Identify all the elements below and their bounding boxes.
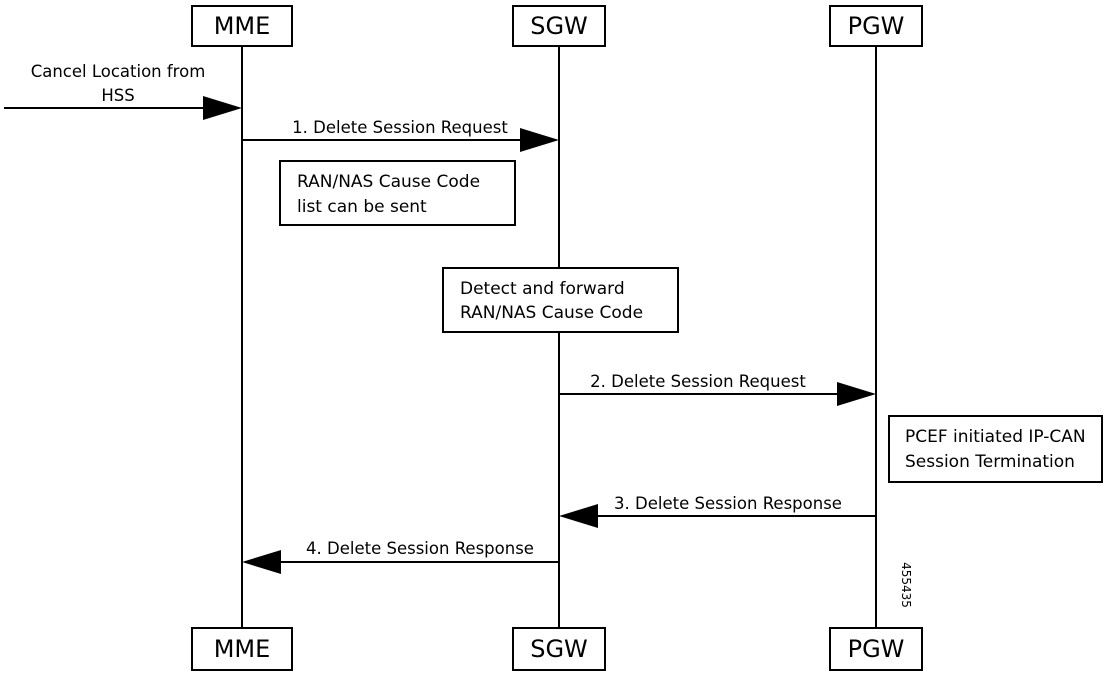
mme-bottom-box: MME <box>191 627 293 671</box>
pgw-top-box: PGW <box>829 5 923 47</box>
note-detect-forward: Detect and forward RAN/NAS Cause Code <box>442 267 679 333</box>
note-1-line1: RAN/NAS Cause Code <box>297 172 480 192</box>
note-2-line2: RAN/NAS Cause Code <box>460 303 643 323</box>
note-cause-code-list: RAN/NAS Cause Code list can be sent <box>279 160 516 226</box>
message-4-arrowhead <box>242 550 281 574</box>
message-3-arrowhead <box>559 504 598 528</box>
pgw-bottom-label: PGW <box>848 635 905 663</box>
trigger-arrowhead <box>203 96 242 120</box>
note-1-line2: list can be sent <box>297 197 427 217</box>
message-3-label: 3. Delete Session Response <box>614 494 842 513</box>
message-3: 3. Delete Session Response <box>559 494 876 528</box>
message-1-arrowhead <box>520 128 559 152</box>
sgw-bottom-box: SGW <box>512 627 606 671</box>
trigger-label-line2: HSS <box>101 86 134 105</box>
note-3-line1: PCEF initiated IP-CAN <box>905 427 1086 447</box>
pgw-top-label: PGW <box>848 12 905 40</box>
trigger-label-line1: Cancel Location from <box>31 62 206 81</box>
message-1-label: 1. Delete Session Request <box>292 118 508 137</box>
message-2: 2. Delete Session Request <box>559 372 876 406</box>
mme-top-label: MME <box>214 12 271 40</box>
message-4-label: 4. Delete Session Response <box>306 539 534 558</box>
note-pcef-termination: PCEF initiated IP-CAN Session Terminatio… <box>888 415 1103 483</box>
mme-top-box: MME <box>191 5 293 47</box>
message-1: 1. Delete Session Request <box>242 118 559 152</box>
sgw-top-box: SGW <box>512 5 606 47</box>
sgw-top-label: SGW <box>530 12 588 40</box>
sgw-bottom-label: SGW <box>530 635 588 663</box>
message-4: 4. Delete Session Response <box>242 539 559 574</box>
mme-bottom-label: MME <box>214 635 271 663</box>
message-2-label: 2. Delete Session Request <box>590 372 806 391</box>
note-2-line1: Detect and forward <box>460 279 625 299</box>
message-2-arrowhead <box>837 382 876 406</box>
pgw-bottom-box: PGW <box>829 627 923 671</box>
figure-id: 455435 <box>899 562 913 608</box>
note-3-line2: Session Termination <box>905 452 1075 472</box>
cancel-location-trigger: Cancel Location from HSS <box>4 62 242 120</box>
